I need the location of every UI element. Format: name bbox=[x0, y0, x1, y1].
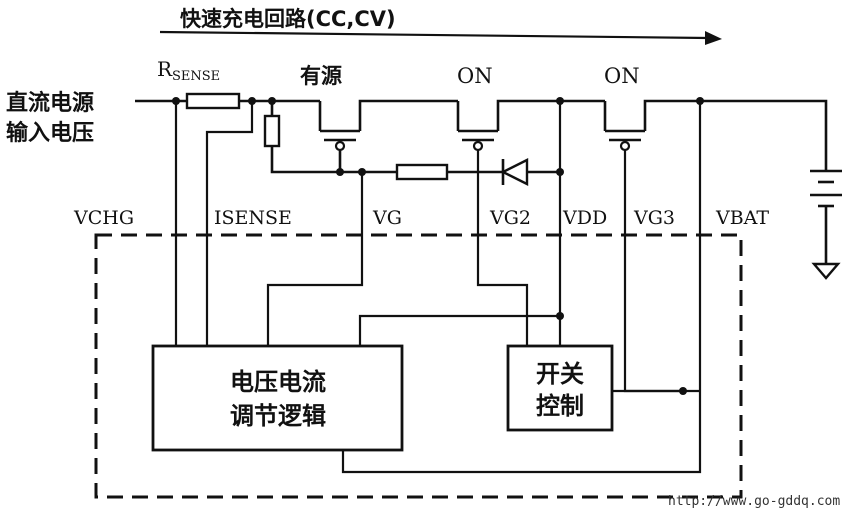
diode bbox=[500, 158, 529, 186]
gate-feed-wire bbox=[270, 146, 397, 174]
junction bbox=[556, 312, 564, 320]
pin-vg3: VG3 bbox=[633, 207, 675, 229]
vg-wire bbox=[266, 172, 364, 346]
pin-vdd: VDD bbox=[562, 207, 607, 229]
ic-boundary bbox=[94, 233, 743, 499]
vbat-feedback-wire bbox=[341, 101, 702, 474]
input-label-line1: 直流电源 bbox=[6, 90, 94, 116]
pin-vbat: VBAT bbox=[715, 207, 769, 229]
t2-source bbox=[496, 99, 605, 131]
transistor-label-active: 有源 bbox=[300, 64, 342, 88]
t1-gate-bubble bbox=[334, 140, 346, 152]
vg3-wire bbox=[623, 150, 683, 393]
switch-label-line1: 开关 bbox=[536, 360, 584, 388]
vdd-to-regulator-wire bbox=[358, 314, 560, 346]
regulator-label-line1: 电压电流 bbox=[230, 368, 326, 396]
rsense-label: R bbox=[157, 57, 173, 81]
isense-wire bbox=[205, 101, 254, 346]
watermark: http://www.go-gddq.com bbox=[668, 494, 840, 509]
gate-resistor bbox=[395, 163, 449, 181]
junction bbox=[679, 387, 687, 395]
regulator-block bbox=[151, 344, 404, 452]
t1-source bbox=[358, 99, 458, 131]
t3-source bbox=[643, 99, 828, 170]
rsense-resistor bbox=[185, 92, 241, 110]
switch-control-block bbox=[506, 344, 614, 432]
divider-resistor bbox=[263, 114, 281, 148]
regulator-label-line2: 调节逻辑 bbox=[230, 402, 326, 430]
transistor-label-on-2: ON bbox=[604, 64, 640, 88]
transistor-label-on-1: ON bbox=[457, 64, 493, 88]
pin-vchg: VCHG bbox=[73, 207, 134, 229]
current-path-arrowhead bbox=[705, 31, 722, 45]
pin-isense: ISENSE bbox=[214, 207, 292, 229]
t3-gate-bubble bbox=[619, 140, 631, 152]
rsense-label-sub: SENSE bbox=[172, 69, 220, 84]
input-label-line2: 输入电压 bbox=[6, 120, 94, 146]
pin-vg: VG bbox=[372, 207, 402, 229]
title: 快速充电回路(CC,CV) bbox=[180, 7, 396, 31]
t2-gate-bubble bbox=[472, 140, 484, 152]
pin-vg2: VG2 bbox=[489, 207, 531, 229]
switch-label-line2: 控制 bbox=[536, 392, 584, 420]
ground-symbol bbox=[811, 262, 841, 280]
current-path-arrow-line bbox=[159, 30, 709, 40]
